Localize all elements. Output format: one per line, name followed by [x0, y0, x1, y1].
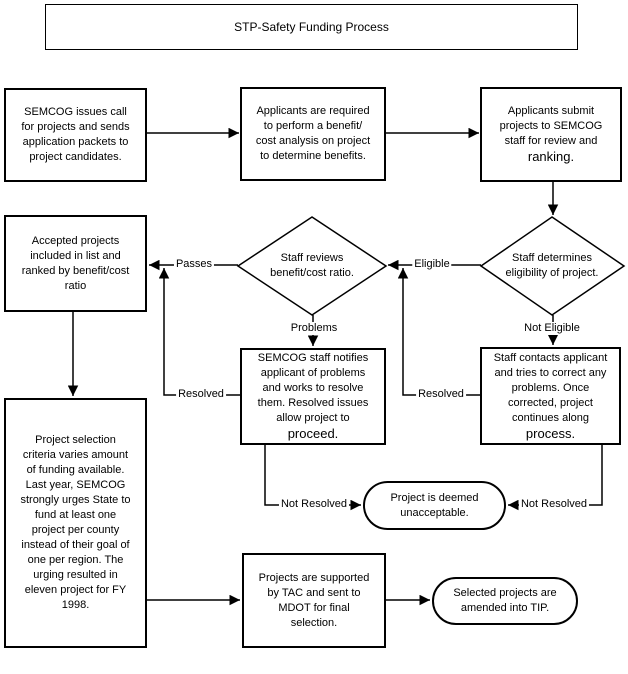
node-staff-notifies-text-large: proceed.	[287, 426, 339, 441]
label-eligible: Eligible	[412, 258, 452, 271]
node-selection-criteria-text: Project selection criteria varies amount…	[20, 434, 131, 611]
node-staff-contacts-text-large: process.	[525, 425, 576, 441]
label-resolved-left: Resolved	[176, 388, 226, 401]
label-passes: Passes	[173, 258, 215, 271]
arrow-resolved-right	[397, 268, 480, 396]
node-issues-call-text: SEMCOG issues call for projects and send…	[21, 106, 130, 163]
label-not-resolved-right: Not Resolved	[518, 498, 590, 511]
node-tac-mdot-text: Projects are supported by TAC and sent t…	[258, 571, 370, 629]
node-staff-contacts-text: Staff contacts applicant and tries to co…	[493, 351, 608, 424]
arrow-not-resolved-right	[508, 445, 603, 511]
oval-amended-tip-text: Selected projects are amended into TIP.	[453, 587, 557, 614]
oval-deemed-unacceptable: Project is deemed unacceptable.	[363, 481, 506, 530]
page-title: STP-Safety Funding Process	[234, 20, 389, 34]
label-not-resolved-left: Not Resolved	[278, 498, 350, 511]
oval-deemed-unacceptable-text: Project is deemed unacceptable.	[390, 491, 479, 519]
node-selection-criteria: Project selection criteria varies amount…	[4, 398, 147, 648]
oval-amended-tip: Selected projects are amended into TIP.	[432, 577, 578, 625]
node-benefit-cost-analysis: Applicants are required to perform a ben…	[240, 87, 386, 181]
node-submit-projects: Applicants submit projects to SEMCOG sta…	[480, 87, 622, 182]
node-submit-projects-text: Applicants submit projects to SEMCOG sta…	[499, 105, 603, 147]
node-staff-notifies-text: SEMCOG staff notifies applicant of probl…	[257, 352, 369, 424]
node-accepted-projects-text: Accepted projects included in list and r…	[21, 234, 130, 292]
title-box: STP-Safety Funding Process	[45, 4, 578, 50]
node-issues-call: SEMCOG issues call for projects and send…	[4, 88, 147, 182]
diamond-staff-reviews-text: Staff reviews benefit/cost ratio.	[270, 252, 354, 279]
node-benefit-cost-analysis-text: Applicants are required to perform a ben…	[255, 105, 371, 162]
diamond-staff-determines	[479, 216, 626, 316]
node-submit-projects-text-large: ranking.	[527, 149, 575, 164]
node-staff-contacts: Staff contacts applicant and tries to co…	[480, 347, 621, 445]
node-tac-mdot: Projects are supported by TAC and sent t…	[242, 553, 386, 648]
diamond-staff-reviews	[236, 216, 388, 316]
arrow-not-resolved-left	[264, 445, 361, 511]
label-problems: Problems	[288, 322, 340, 335]
node-accepted-projects: Accepted projects included in list and r…	[4, 215, 147, 312]
label-not-eligible: Not Eligible	[522, 322, 582, 335]
node-staff-notifies: SEMCOG staff notifies applicant of probl…	[240, 348, 386, 445]
arrow-resolved-left	[158, 268, 240, 396]
diamond-staff-determines-text: Staff determines eligibility of project.	[505, 252, 599, 279]
label-resolved-right: Resolved	[416, 388, 466, 401]
